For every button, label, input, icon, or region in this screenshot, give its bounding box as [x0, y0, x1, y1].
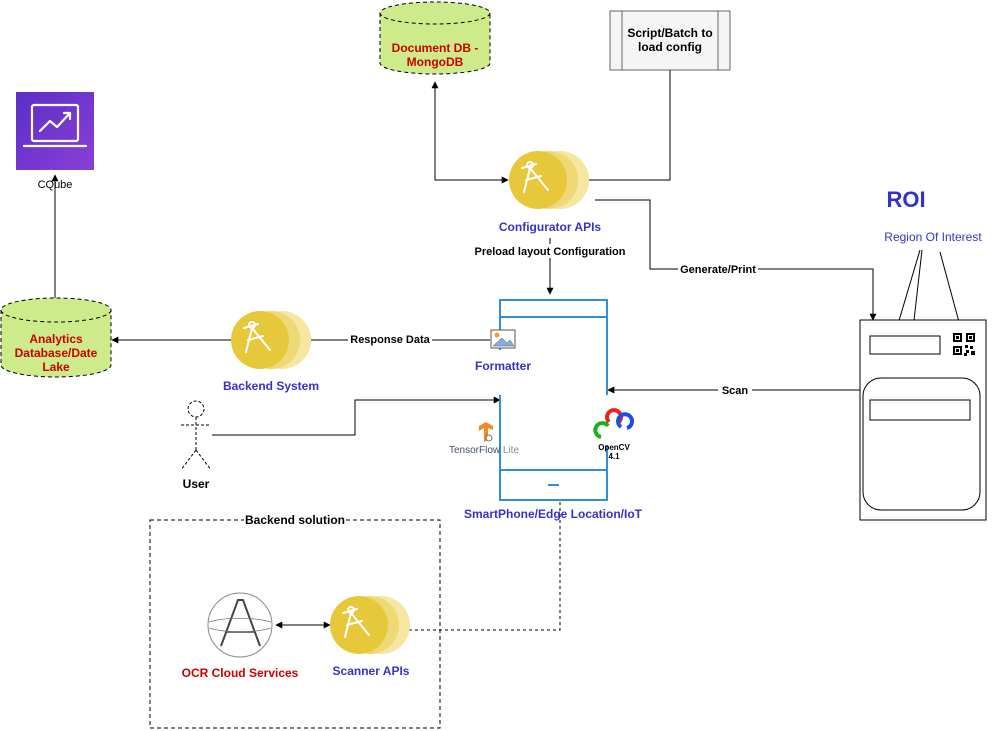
roi-document [859, 319, 987, 521]
formatter-node: Formatter [475, 329, 531, 373]
edge-label-scan: Scan [722, 385, 749, 397]
edge-script-configurator [581, 70, 671, 184]
edge-label-bg-response [348, 333, 432, 347]
tensorflow-lite-logo: TensorFlow Lite [449, 422, 519, 456]
edge-generate-print [595, 199, 877, 321]
qr-code-icon [953, 333, 975, 356]
roi-subtitle: Region Of Interest [884, 230, 982, 244]
tensorflow-label: TensorFlow Lite [449, 445, 519, 456]
cqube-label: CQube [38, 179, 73, 191]
backend-solution-label: Backend solution [245, 513, 345, 527]
configurator-api-node: Configurator APIs Preload layout Configu… [472, 151, 630, 258]
roi-node: ROI Region Of Interest [859, 187, 987, 521]
backend-solution-group: Backend solution [149, 513, 441, 729]
opencv-version: 4.1 [608, 452, 620, 461]
smartphone-label: SmartPhone/Edge Location/IoT [464, 507, 643, 521]
cqube-node: CQube [16, 92, 94, 191]
analytics-db-cylinder: Analytics Database/Date Lake [0, 297, 112, 378]
edge-smartphone-scanner [401, 483, 564, 634]
ocr-label: OCR Cloud Services [182, 666, 299, 680]
script-label-1: Script/Batch to [627, 26, 712, 40]
roi-field-top [869, 335, 941, 355]
roi-field-bottom [869, 399, 971, 421]
scanner-label: Scanner APIs [333, 664, 410, 678]
edge-label-generate-print: Generate/Print [680, 264, 756, 276]
opencv-label: OpenCV [598, 443, 630, 452]
docdb-label-2: MongoDB [407, 55, 464, 69]
roi-inner-panel [862, 377, 981, 511]
tensorflow-logo-icon [479, 422, 493, 442]
document-db-cylinder: Document DB - MongoDB [379, 1, 491, 75]
opencv-logo-icon [593, 408, 635, 439]
preload-label: Preload layout Configuration [475, 246, 626, 258]
script-batch-box: Script/Batch to load config [609, 10, 731, 71]
compass-icon [342, 606, 370, 638]
backend-solution-label-bg [244, 513, 346, 527]
roi-title: ROI [886, 187, 925, 212]
edge-label-response-data: Response Data [350, 334, 430, 346]
stick-figure-icon [180, 400, 212, 471]
backend-system-label: Backend System [223, 379, 319, 393]
preload-label-bg [472, 244, 630, 258]
edge-label-bg-scan [718, 383, 752, 397]
line-chart-icon [22, 103, 88, 148]
smartphone-device: SmartPhone/Edge Location/IoT [464, 299, 643, 521]
ocr-letter-a-icon [207, 592, 273, 658]
formatter-label: Formatter [475, 359, 531, 373]
configurator-label: Configurator APIs [499, 220, 602, 234]
scanner-api-node: Scanner APIs [330, 596, 410, 678]
edge-user-smartphone [212, 396, 501, 436]
analytics-label-1: Analytics [29, 332, 83, 346]
script-label-2: load config [638, 40, 702, 54]
user-label: User [183, 477, 210, 491]
ocr-node: OCR Cloud Services [182, 592, 299, 680]
image-icon [490, 329, 516, 349]
cqube-tile [16, 92, 94, 170]
compass-icon [243, 321, 271, 353]
compass-icon [521, 161, 549, 193]
analytics-label-2: Database/Date [15, 346, 98, 360]
edge-docdb-configurator [431, 81, 509, 184]
edge-label-bg-generate [678, 262, 758, 276]
docdb-label-1: Document DB - [392, 41, 479, 55]
analytics-label-3: Lake [42, 360, 70, 374]
opencv-logo: OpenCV 4.1 [593, 408, 635, 461]
backend-system-node: Backend System [223, 311, 319, 393]
